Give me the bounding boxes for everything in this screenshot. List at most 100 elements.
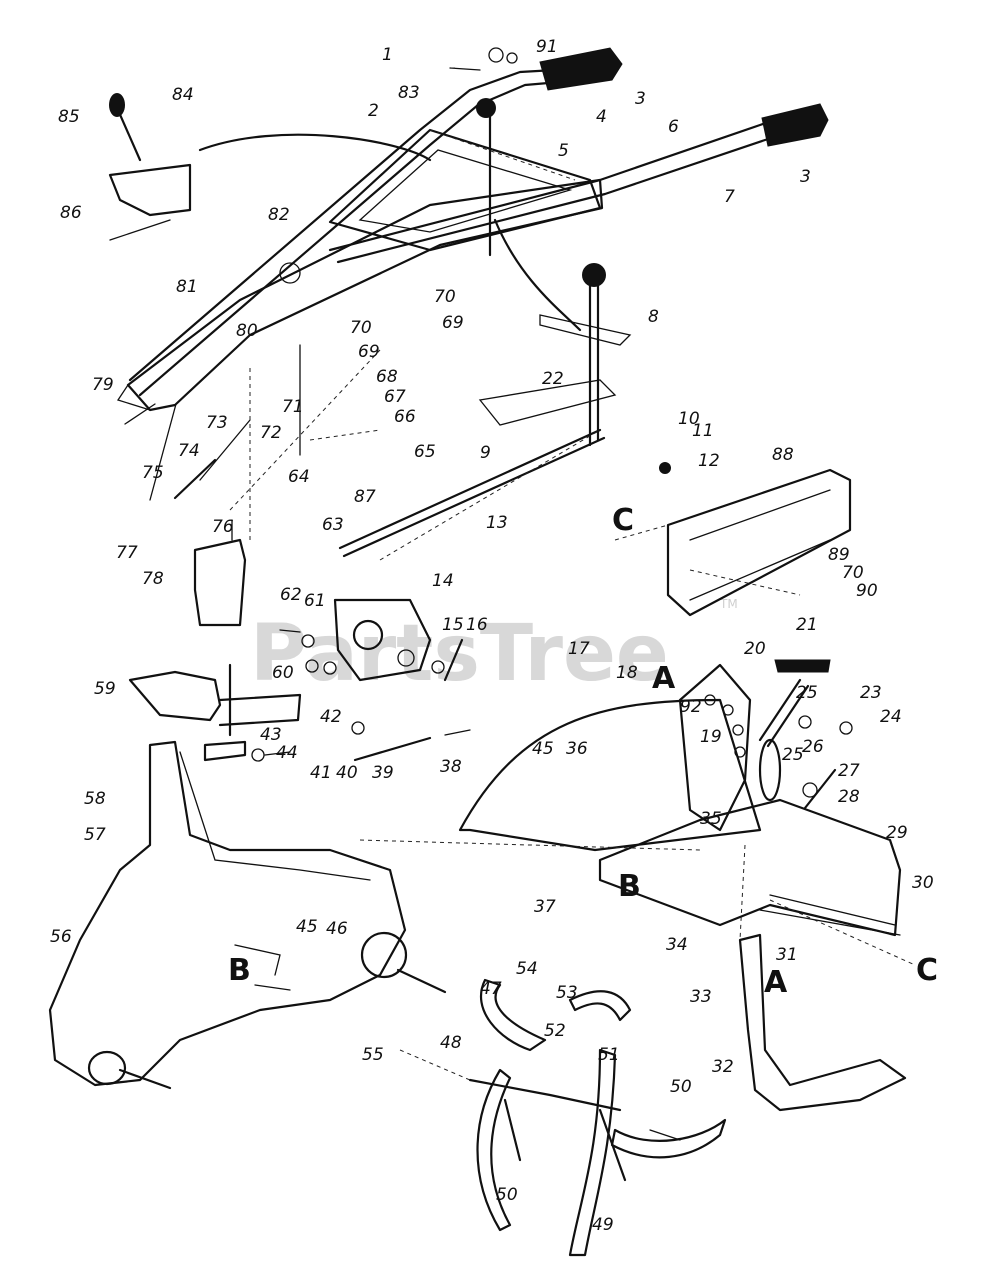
callout-label: 57 <box>84 825 106 845</box>
callout-label: 39 <box>372 763 394 783</box>
callout-label: 47 <box>480 979 502 999</box>
callout-label: 31 <box>776 945 798 965</box>
callout-label: 92 <box>680 697 702 717</box>
callout-label: 16 <box>466 615 488 635</box>
callout-label: 9 <box>480 443 491 463</box>
callout-label: 27 <box>838 761 860 781</box>
callout-label: 6 <box>668 117 679 137</box>
callout-label: 77 <box>116 543 138 563</box>
callout-label: 73 <box>206 413 228 433</box>
callout-label: 15 <box>442 615 464 635</box>
callout-label: 42 <box>320 707 342 727</box>
transmission-housing <box>48 740 407 1087</box>
callout-label: 5 <box>558 141 569 161</box>
lift-bracket <box>193 538 247 627</box>
reference-letter-b: B <box>228 953 251 988</box>
callout-label: 53 <box>556 983 578 1003</box>
callout-label: 34 <box>666 935 688 955</box>
callout-label: 25 <box>796 683 818 703</box>
callout-label: 22 <box>542 369 564 389</box>
throttle-bracket <box>108 163 192 217</box>
callout-label: 14 <box>432 571 454 591</box>
callout-label: 12 <box>698 451 720 471</box>
callout-label: 8 <box>648 307 659 327</box>
handle-frame <box>126 178 604 412</box>
callout-label: 76 <box>212 517 234 537</box>
callout-label: 13 <box>486 513 508 533</box>
handle-assembly <box>108 47 829 501</box>
callout-label: 28 <box>838 787 860 807</box>
linkage-assembly <box>128 519 471 762</box>
callout-label: 81 <box>176 277 198 297</box>
callout-label: 18 <box>616 663 638 683</box>
watermark: PartsTree <box>250 609 669 699</box>
callout-label: 63 <box>322 515 344 535</box>
callout-label: 19 <box>700 727 722 747</box>
callout-label: 3 <box>635 89 646 109</box>
callout-label: 50 <box>670 1077 692 1097</box>
callout-label: 44 <box>276 743 298 763</box>
callout-label: 45 <box>296 917 318 937</box>
callout-label: 85 <box>58 107 80 127</box>
callout-label: 51 <box>598 1045 620 1065</box>
callout-label: 25 <box>782 745 804 765</box>
callout-label: 71 <box>282 397 304 417</box>
callout-label: 4 <box>596 107 607 127</box>
callout-label: 1 <box>382 45 393 65</box>
clutch-guard <box>333 598 432 682</box>
callout-label: 50 <box>496 1185 518 1205</box>
callout-label: 62 <box>280 585 302 605</box>
callout-label: 38 <box>440 757 462 777</box>
callout-label: 89 <box>828 545 850 565</box>
callout-label: 54 <box>516 959 538 979</box>
callout-label: 29 <box>886 823 908 843</box>
callout-label: 74 <box>178 441 200 461</box>
callout-label: 37 <box>534 897 556 917</box>
callout-label: 82 <box>268 205 290 225</box>
callout-label: 61 <box>304 591 326 611</box>
callout-label: 78 <box>142 569 164 589</box>
callout-label: 55 <box>362 1045 384 1065</box>
callout-label: 21 <box>796 615 818 635</box>
depth-plate <box>128 670 222 722</box>
tine-shield <box>458 698 762 852</box>
callout-label: 7 <box>724 187 735 207</box>
callout-label: 80 <box>236 321 258 341</box>
hand-grip-right <box>761 103 829 147</box>
callout-label: 70 <box>434 287 456 307</box>
depth-bar-bracket <box>678 663 752 832</box>
callout-label: 43 <box>260 725 282 745</box>
callout-label: 20 <box>744 639 766 659</box>
callout-label: 70 <box>350 318 372 338</box>
callout-label: 59 <box>94 679 116 699</box>
callout-label: 91 <box>536 37 558 57</box>
callout-label: 88 <box>772 445 794 465</box>
callout-label: 10 <box>678 409 700 429</box>
callout-label: 83 <box>398 83 420 103</box>
callout-label: 65 <box>414 442 436 462</box>
callout-label: 32 <box>712 1057 734 1077</box>
callout-label: 72 <box>260 423 282 443</box>
callout-label: 30 <box>912 873 934 893</box>
callout-label: 40 <box>336 763 358 783</box>
callout-labels: 1 91 3 2 83 4 5 6 7 3 85 84 86 82 81 70 … <box>50 37 934 1235</box>
reference-letter-a: A <box>764 965 788 1000</box>
callout-label: 2 <box>368 101 379 121</box>
callout-label: 69 <box>442 313 464 333</box>
callout-label: 79 <box>92 375 114 395</box>
hand-grip-left <box>539 47 623 91</box>
callout-label: 64 <box>288 467 310 487</box>
callout-label: 58 <box>84 789 106 809</box>
callout-label: 86 <box>60 203 82 223</box>
callout-label: 45 <box>532 739 554 759</box>
callout-label: 75 <box>142 463 164 483</box>
callout-label: 48 <box>440 1033 462 1053</box>
depth-handle-icon <box>774 659 831 673</box>
shift-lever-assembly <box>338 263 671 558</box>
callout-label: 84 <box>172 85 194 105</box>
shift-knob-icon <box>582 263 606 287</box>
callout-label: 46 <box>326 919 348 939</box>
callout-label: 26 <box>802 737 824 757</box>
callout-label: 41 <box>310 763 332 783</box>
